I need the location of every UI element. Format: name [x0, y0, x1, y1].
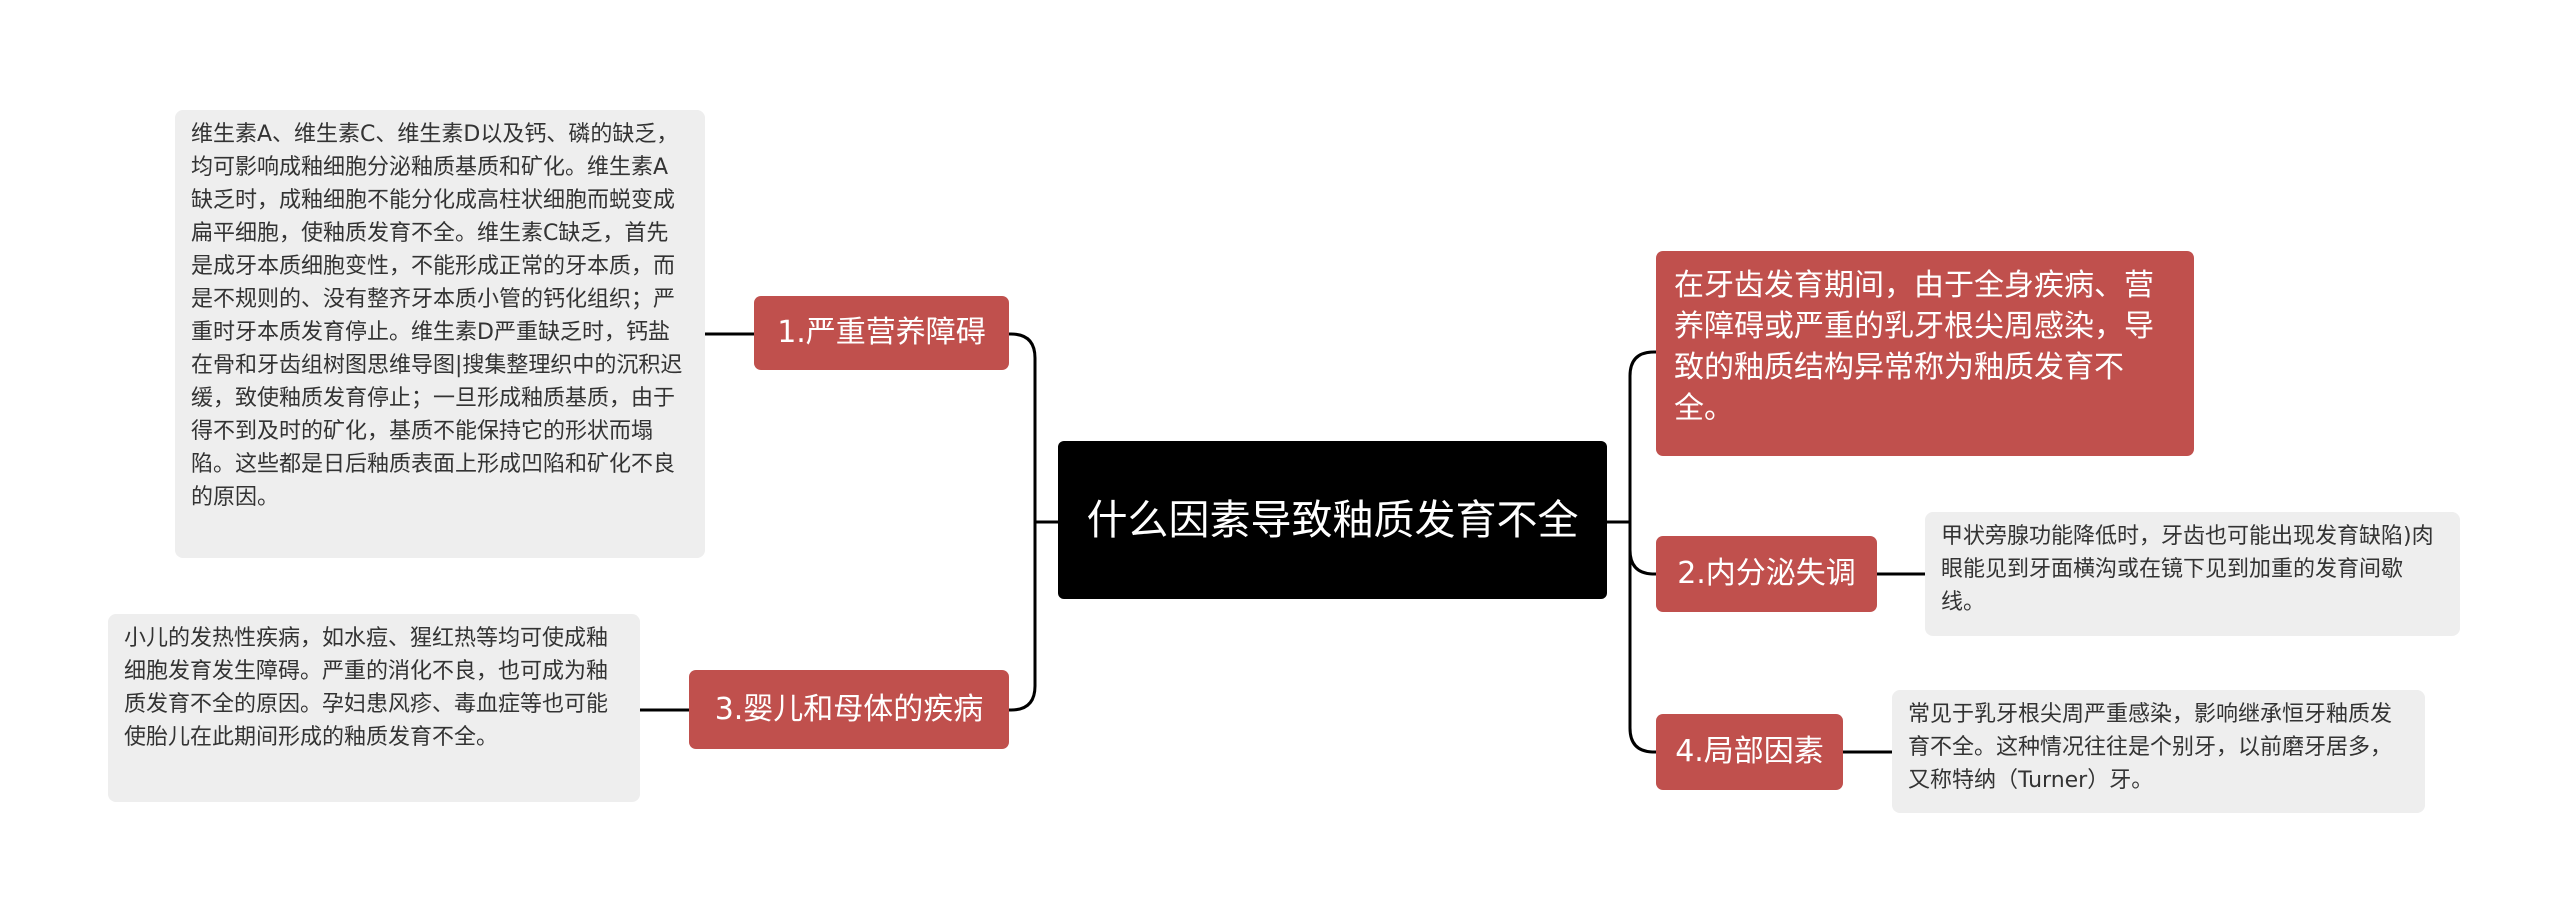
connector-to-branch-1: [1006, 332, 1037, 522]
note-branch-1[interactable]: 维生素A、维生素C、维生素D以及钙、磷的缺乏，均可影响成釉细胞分泌釉质基质和矿化…: [175, 110, 705, 558]
connector-to-branch-3: [1006, 522, 1037, 712]
connector-to-branch-2: [1628, 522, 1656, 576]
branch-topic-3-label: 3.婴儿和母体的疾病: [714, 691, 984, 727]
intro-topic[interactable]: 在牙齿发育期间，由于全身疾病、营养障碍或严重的乳牙根尖周感染，导致的釉质结构异常…: [1656, 251, 2194, 456]
connector-to-intro: [1628, 350, 1656, 522]
branch-topic-1-label: 1.严重营养障碍: [777, 315, 986, 350]
branch-topic-4[interactable]: 4.局部因素: [1656, 714, 1843, 790]
note-branch-2-text: 甲状旁腺功能降低时，牙齿也可能出现发育缺陷)肉眼能见到牙面横沟或在镜下见到加重的…: [1941, 524, 2434, 615]
branch-topic-1[interactable]: 1.严重营养障碍: [754, 296, 1009, 370]
note-branch-3[interactable]: 小儿的发热性疾病，如水痘、猩红热等均可使成釉细胞发育发生障碍。严重的消化不良，也…: [108, 614, 640, 802]
note-branch-4-text: 常见于乳牙根尖周严重感染，影响继承恒牙釉质发育不全。这种情况往往是个别牙，以前磨…: [1908, 702, 2393, 793]
branch-topic-2[interactable]: 2.内分泌失调: [1656, 536, 1877, 612]
branch-topic-2-label: 2.内分泌失调: [1677, 556, 1856, 591]
root-topic-label: 什么因素导致釉质发育不全: [1086, 495, 1579, 544]
root-topic[interactable]: 什么因素导致釉质发育不全: [1058, 441, 1607, 599]
note-branch-4[interactable]: 常见于乳牙根尖周严重感染，影响继承恒牙釉质发育不全。这种情况往往是个别牙，以前磨…: [1892, 690, 2425, 813]
note-branch-1-text: 维生素A、维生素C、维生素D以及钙、磷的缺乏，均可影响成釉细胞分泌釉质基质和矿化…: [191, 122, 683, 510]
branch-topic-4-label: 4.局部因素: [1675, 734, 1824, 769]
connector-to-branch-4: [1628, 522, 1656, 754]
intro-topic-text: 在牙齿发育期间，由于全身疾病、营养障碍或严重的乳牙根尖周感染，导致的釉质结构异常…: [1674, 268, 2154, 426]
note-branch-3-text: 小儿的发热性疾病，如水痘、猩红热等均可使成釉细胞发育发生障碍。严重的消化不良，也…: [124, 626, 609, 750]
note-branch-2[interactable]: 甲状旁腺功能降低时，牙齿也可能出现发育缺陷)肉眼能见到牙面横沟或在镜下见到加重的…: [1925, 512, 2460, 636]
branch-topic-3[interactable]: 3.婴儿和母体的疾病: [689, 670, 1009, 749]
